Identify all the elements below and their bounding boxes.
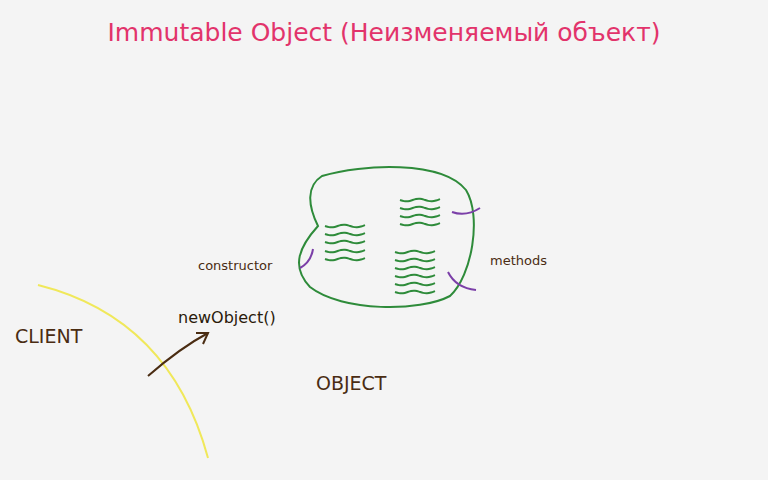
part-label: constructor bbox=[198, 258, 272, 274]
content-line bbox=[395, 283, 435, 286]
title: Immutable Object (Неизменяемый объект) bbox=[107, 18, 660, 48]
object-outline bbox=[299, 167, 474, 307]
content-line bbox=[395, 267, 435, 270]
content-line bbox=[395, 251, 435, 254]
content-line bbox=[400, 199, 440, 202]
call-label: newObject() bbox=[178, 308, 276, 327]
content-line bbox=[325, 250, 365, 253]
content-line bbox=[400, 215, 440, 218]
content-line bbox=[400, 207, 440, 210]
call-arrow bbox=[148, 333, 208, 376]
content-line bbox=[325, 241, 365, 244]
region-label: CLIENT bbox=[15, 325, 82, 348]
object-contents bbox=[325, 199, 440, 294]
content-line bbox=[395, 259, 435, 262]
arrow-head bbox=[196, 333, 208, 344]
region-label: OBJECT bbox=[316, 372, 386, 395]
content-line bbox=[325, 233, 365, 236]
method-pointer bbox=[448, 272, 476, 290]
content-line bbox=[395, 275, 435, 278]
method-pointer bbox=[452, 208, 480, 214]
content-line bbox=[400, 223, 440, 226]
content-line bbox=[325, 225, 365, 228]
part-label: methods bbox=[490, 253, 547, 269]
content-line bbox=[395, 291, 435, 294]
content-line bbox=[325, 258, 365, 261]
constructor-pointer bbox=[300, 249, 313, 268]
